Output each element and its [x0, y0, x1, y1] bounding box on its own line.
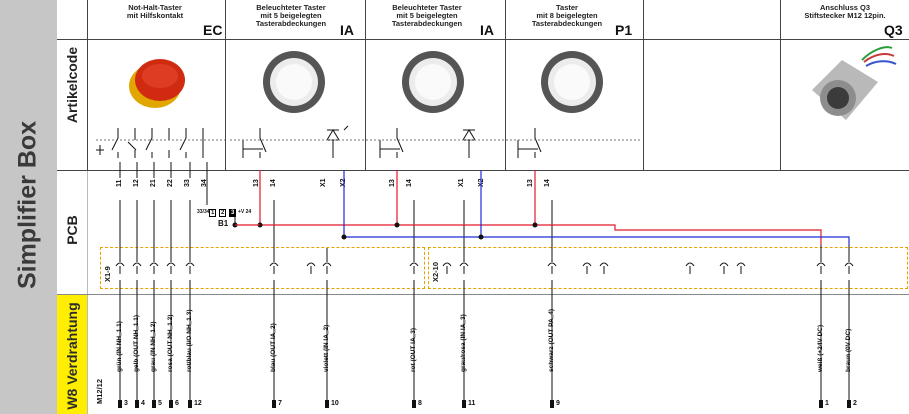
illuminated-push-button-image	[263, 51, 325, 113]
m12-pin: 7	[278, 400, 282, 407]
m12-pin: 2	[853, 400, 857, 407]
m12-pin: 11	[468, 400, 476, 407]
component-code-ec: EC	[203, 22, 223, 38]
component-header-ia-1: Beleuchteter Taster mit 5 beigelegten Ta…	[255, 3, 327, 28]
m12-pin: 1	[825, 400, 829, 407]
lane-verdrahtung: W8 Verdrahtung	[57, 294, 88, 414]
column-divider	[365, 0, 366, 170]
component-header-ec: Not-Halt-Taster mit Hilfskontakt	[126, 3, 184, 20]
m12-pin: 12	[194, 400, 202, 407]
relay-terminal: 3	[229, 209, 237, 217]
m12-pin: 3	[124, 400, 128, 407]
illuminated-push-button-image	[402, 51, 464, 113]
m12-pin: 6	[175, 400, 179, 407]
component-header-q3: Anschluss Q3 Stiftstecker M12 12pin.	[804, 3, 886, 20]
push-button-image	[541, 51, 603, 113]
title-sidebar: Simplifier Box	[0, 0, 57, 414]
relay-tag: +V 24	[238, 209, 252, 215]
wire-red	[259, 170, 822, 245]
component-code-p1: P1	[615, 22, 633, 38]
relay-terminal: 2	[219, 209, 227, 217]
column-divider	[505, 0, 506, 170]
lane-pcb: PCB	[57, 170, 88, 294]
lane-divider-1	[57, 170, 909, 171]
component-header-p1: Taster mit 8 beigelegten Tasterabdeckung…	[531, 3, 603, 28]
wire-verticals	[119, 162, 850, 404]
column-divider	[643, 0, 644, 170]
relay-label: B1	[218, 219, 229, 228]
m12-pin: 5	[158, 400, 162, 407]
m12-pin: 9	[556, 400, 560, 407]
relay-tag: 33/34	[197, 209, 210, 215]
column-divider	[225, 0, 226, 170]
m12-pin: 4	[141, 400, 145, 407]
header-divider	[57, 39, 909, 40]
m12-connector-image	[812, 46, 897, 120]
relay-terminal: 1	[209, 209, 217, 217]
m12-pin: 10	[331, 400, 339, 407]
column-divider	[780, 0, 781, 170]
component-header-ia-2: Beleuchteter Taster mit 5 beigelegten Ta…	[391, 3, 463, 28]
connector-box-x2	[428, 247, 908, 289]
component-code-ia-2: IA	[480, 22, 494, 38]
emergency-stop-button-image	[129, 59, 185, 108]
wire-blue	[343, 170, 850, 245]
component-code-ia-1: IA	[340, 22, 354, 38]
connector-pins	[115, 262, 854, 274]
lane-divider-2	[57, 294, 909, 295]
component-code-q3: Q3	[884, 22, 903, 38]
m12-terminals	[118, 400, 851, 408]
m12-pin: 8	[418, 400, 422, 407]
column-divider	[87, 0, 88, 170]
switch-symbols	[96, 125, 542, 158]
junction-dots	[232, 222, 538, 240]
connector-box-x1	[100, 247, 425, 289]
